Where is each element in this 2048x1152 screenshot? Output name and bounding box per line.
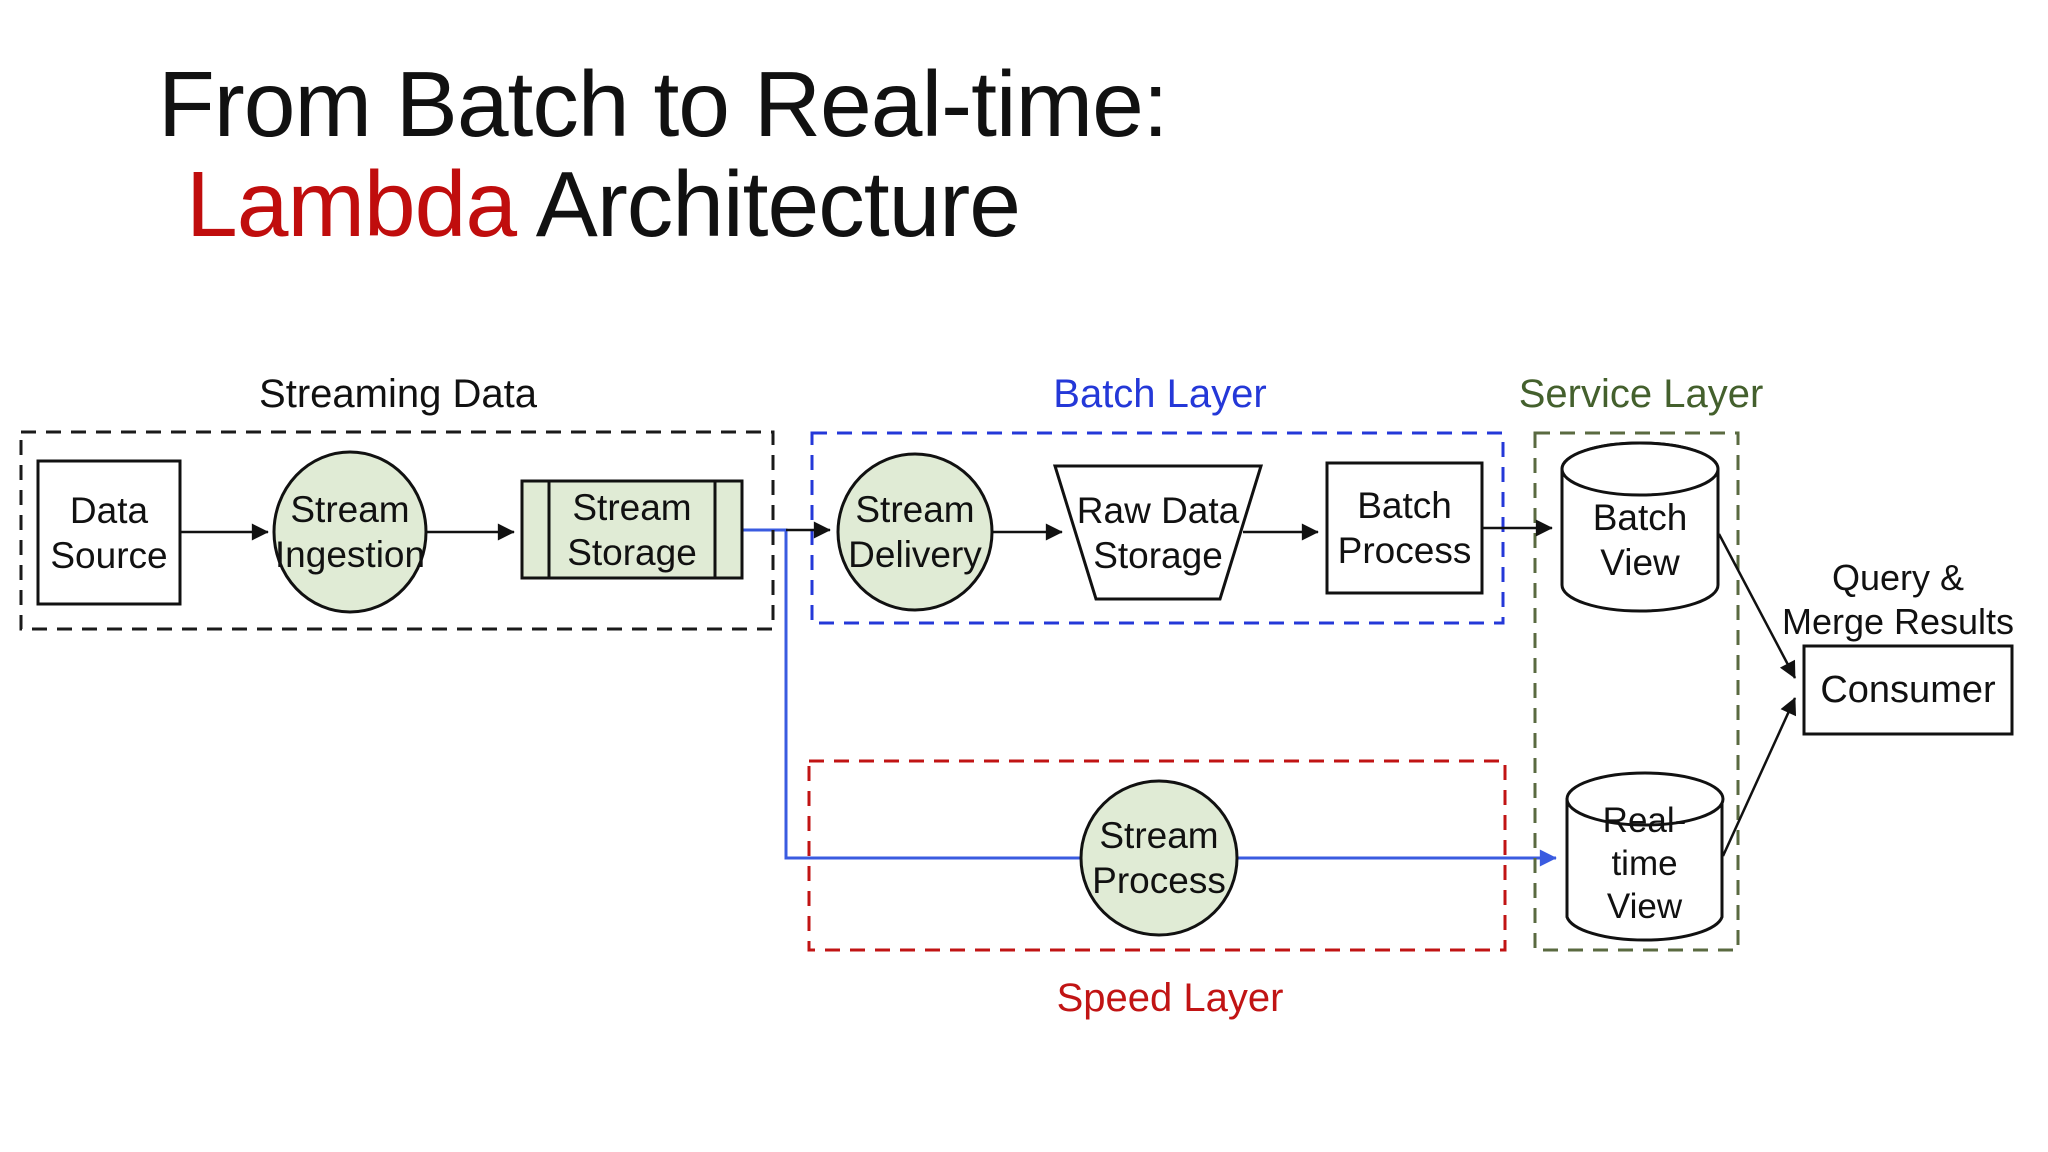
arrow-batchview-to-consumer <box>1717 533 1797 679</box>
real-time-view-line3: View <box>1606 886 1683 926</box>
speed-layer-box <box>807 759 1507 952</box>
service-layer-label: Service Layer <box>1518 372 1764 416</box>
data-source-label: Data Source <box>38 461 180 604</box>
consumer-shape <box>1802 644 2014 736</box>
batch-view-cylinder-top <box>1560 441 1720 497</box>
stream-storage-line2: Storage <box>567 531 697 573</box>
stream-ingestion-shape <box>272 450 428 614</box>
title-line2: Lambda Architecture <box>158 154 1168 254</box>
stream-ingestion-line2: Ingestion <box>274 534 426 575</box>
page-title: From Batch to Real-time: Lambda Architec… <box>158 52 1169 254</box>
real-time-view-cylinder-top <box>1565 771 1725 827</box>
data-source-shape <box>36 459 182 606</box>
data-source-line2: Source <box>50 534 168 576</box>
raw-data-storage-line2: Storage <box>1093 534 1223 576</box>
stream-ingestion-label: Stream Ingestion <box>274 452 426 612</box>
stream-delivery-label: Stream Delivery <box>838 454 992 610</box>
stream-delivery-line1: Stream <box>855 489 975 530</box>
raw-data-storage-shape <box>1052 464 1264 601</box>
stream-storage-line1: Stream <box>572 486 692 528</box>
batch-process-line2: Process <box>1337 530 1472 571</box>
stream-storage-label: Stream Storage <box>522 481 742 578</box>
real-time-view-line2: time <box>1611 843 1678 883</box>
consumer-text: Consumer <box>1820 668 1996 711</box>
stream-process-label: Stream Process <box>1081 781 1237 935</box>
speed-layer-label: Speed Layer <box>1056 976 1284 1020</box>
title-rest: Architecture <box>516 152 1021 256</box>
stream-process-line1: Stream <box>1099 815 1219 856</box>
stream-storage-shape <box>520 479 744 580</box>
query-merge-line2: Merge Results <box>1781 601 2015 642</box>
batch-process-shape <box>1325 461 1484 595</box>
stream-delivery-shape <box>836 452 994 612</box>
real-time-view-line1: Real- <box>1602 800 1687 840</box>
batch-view-line2: View <box>1600 542 1680 583</box>
streaming-data-label: Streaming Data <box>259 372 537 416</box>
stream-process-line2: Process <box>1092 860 1226 901</box>
stream-delivery-line2: Delivery <box>848 534 982 575</box>
batch-view-line1: Batch <box>1592 497 1688 538</box>
real-time-view-label: Real- time View <box>1567 793 1722 933</box>
arrow-realtimeview-to-consumer <box>1721 697 1797 857</box>
batch-process-label: Batch Process <box>1327 463 1482 593</box>
service-layer-box <box>1533 431 1740 952</box>
query-merge-line1: Query & <box>1831 557 1965 598</box>
batch-view-label: Batch View <box>1562 470 1718 610</box>
streaming-data-box <box>19 430 775 631</box>
title-line1: From Batch to Real-time: <box>158 52 1169 156</box>
title-accent-lambda: Lambda <box>186 152 517 256</box>
stream-process-shape <box>1079 779 1239 937</box>
stream-ingestion-line1: Stream <box>290 489 410 530</box>
data-source-line1: Data <box>69 489 149 531</box>
batch-layer-label: Batch Layer <box>1053 372 1267 416</box>
batch-process-line1: Batch <box>1357 485 1452 526</box>
query-merge-annotation: Query & Merge Results <box>1748 556 2048 644</box>
consumer-label: Consumer <box>1804 646 2012 734</box>
raw-data-storage-line1: Raw Data <box>1076 489 1240 531</box>
raw-data-storage-label: Raw Data Storage <box>1055 466 1261 599</box>
